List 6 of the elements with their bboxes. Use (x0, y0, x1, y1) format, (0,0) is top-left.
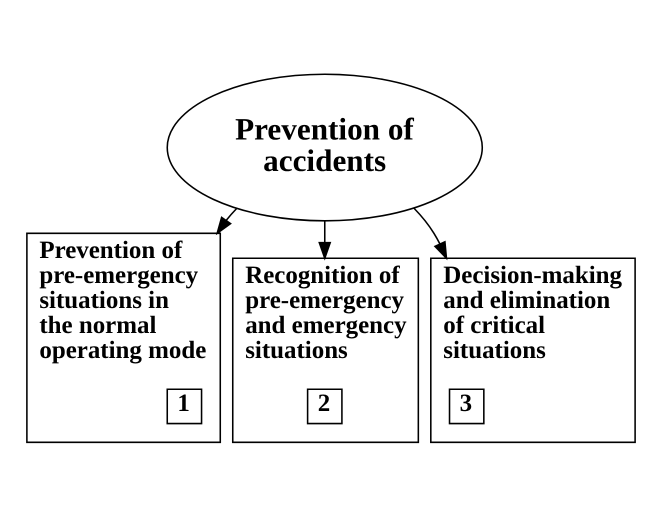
arrow (413, 208, 448, 260)
node-box: 3 (448, 388, 485, 424)
node-box: 1 (166, 388, 202, 424)
node-box: 2 (306, 388, 343, 424)
arrow (318, 221, 332, 261)
arrow (216, 208, 238, 236)
